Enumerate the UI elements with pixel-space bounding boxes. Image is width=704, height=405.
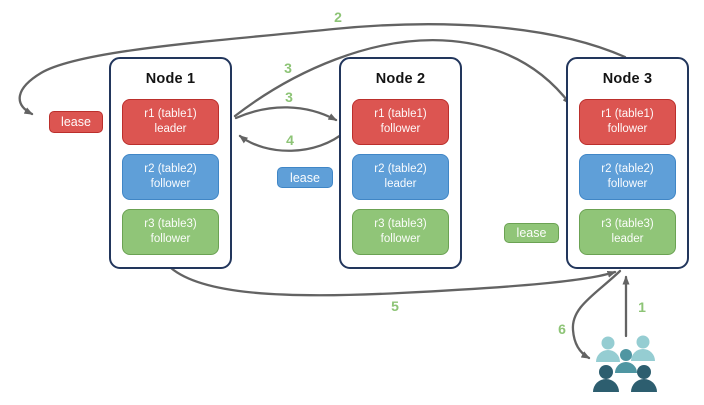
- replica-name: r2 (table2): [144, 162, 197, 175]
- replica-name: r1 (table1): [374, 107, 427, 120]
- replica-role: follower: [607, 178, 648, 190]
- node-2-replica-r3: r3 (table3) follower: [352, 209, 449, 255]
- node-3-title: Node 3: [602, 71, 653, 87]
- replica-name: r1 (table1): [144, 107, 197, 120]
- replica-name: r3 (table3): [601, 217, 654, 230]
- replica-role: leader: [154, 123, 187, 135]
- node-1-replica-r1: r1 (table1) leader: [122, 99, 219, 145]
- replica-role: follower: [607, 123, 648, 135]
- node-2-replica-r1: r1 (table1) follower: [352, 99, 449, 145]
- node-3-card: Node 3 r1 (table1) follower r2 (table2) …: [566, 57, 689, 269]
- replica-name: r2 (table2): [601, 162, 654, 175]
- step-label-3a: 3: [284, 60, 292, 76]
- lease-badge-r1: lease: [49, 111, 103, 133]
- node-2-card: Node 2 r1 (table1) follower r2 (table2) …: [339, 57, 462, 269]
- node-2-title: Node 2: [375, 71, 426, 87]
- node-1-card: Node 1 r1 (table1) leader r2 (table2) fo…: [109, 57, 232, 269]
- node-1-replica-r2: r2 (table2) follower: [122, 154, 219, 200]
- step-label-4: 4: [286, 132, 294, 148]
- node-3-replica-r2: r2 (table2) follower: [579, 154, 676, 200]
- replica-name: r1 (table1): [601, 107, 654, 120]
- replica-role: follower: [380, 123, 421, 135]
- node-3-replica-r1: r1 (table1) follower: [579, 99, 676, 145]
- replica-role: leader: [384, 178, 417, 190]
- lease-badge-r3: lease: [504, 223, 559, 243]
- node-1-title: Node 1: [145, 71, 196, 87]
- users-icon: [593, 335, 657, 392]
- lease-badge-r2: lease: [277, 167, 333, 188]
- replica-role: follower: [380, 233, 421, 245]
- node-3-replica-r3: r3 (table3) leader: [579, 209, 676, 255]
- node-2-replica-r2: r2 (table2) leader: [352, 154, 449, 200]
- replica-role: follower: [150, 178, 191, 190]
- replica-name: r2 (table2): [374, 162, 427, 175]
- step-label-5: 5: [391, 298, 399, 314]
- step-label-6: 6: [558, 321, 566, 337]
- replica-role: leader: [611, 233, 644, 245]
- step-label-1: 1: [638, 299, 646, 315]
- node-1-replica-r3: r3 (table3) follower: [122, 209, 219, 255]
- step-label-2: 2: [334, 9, 342, 25]
- arrow-3-leader-to-node2-follower: [234, 106, 338, 122]
- arrow-6-node3-to-users: [571, 269, 622, 360]
- replica-name: r3 (table3): [374, 217, 427, 230]
- replica-role: follower: [150, 233, 191, 245]
- arrow-5-node1-to-node3: [169, 266, 617, 297]
- step-label-3b: 3: [285, 89, 293, 105]
- replica-name: r3 (table3): [144, 217, 197, 230]
